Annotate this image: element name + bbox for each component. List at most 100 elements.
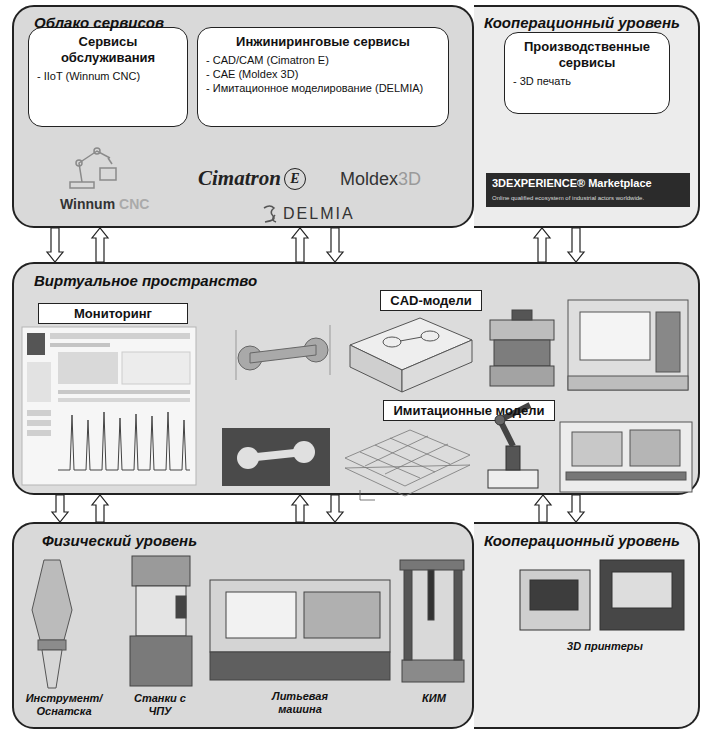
mold-wireframe-part — [360, 490, 375, 500]
service-box: Производственные сервисы - 3D печать — [504, 32, 670, 114]
injection-machine-part — [304, 592, 380, 638]
injection-machine-part — [210, 652, 390, 680]
cnc-machine-part — [176, 596, 186, 618]
printers-3d — [520, 560, 684, 630]
monitoring-screenshot-part — [122, 352, 190, 384]
monitoring-screenshot-part — [27, 410, 51, 416]
monitoring-screenshot-part — [58, 398, 190, 402]
monitoring-screenshot-part — [58, 390, 190, 394]
equipment-label: Инструмент/ Оснатска — [18, 692, 110, 718]
mold-plate-cad-part — [383, 337, 401, 347]
robot-arm — [488, 405, 538, 488]
layer-title: Кооперационный уровень — [484, 532, 680, 550]
line-simulation — [560, 422, 692, 492]
equipment-label: 3D принтеры — [550, 640, 660, 653]
mold-plate-cad-part — [421, 331, 439, 341]
robot-icon-part — [70, 182, 94, 188]
monitoring-screenshot-part — [58, 352, 118, 384]
service-box: Сервисы обслуживания- IIoT (Winnum CNC) — [28, 27, 188, 127]
robot-icon — [70, 148, 116, 188]
block-arrow — [568, 228, 584, 262]
block-arrow — [568, 495, 584, 522]
block-arrow — [92, 228, 108, 262]
line-simulation-part — [630, 430, 680, 466]
layer-title: Кооперационный уровень — [484, 14, 680, 32]
monitoring-screenshot-part — [27, 333, 45, 355]
mold-wireframe-part — [345, 430, 470, 486]
cmm-machine — [400, 560, 464, 682]
cnc-machine-part — [130, 636, 192, 686]
line-simulation-part — [566, 472, 686, 480]
equipment-label: КИМ — [410, 692, 458, 705]
box-heading: Инжиниринговые сервисы — [206, 34, 440, 50]
cnc-machine-part — [132, 556, 190, 586]
printers-3d-part — [612, 572, 672, 608]
block-arrow — [292, 228, 308, 262]
robot-icon-part — [100, 168, 116, 180]
simulation-part-part — [248, 448, 304, 462]
mold-plate-cad — [350, 318, 472, 392]
box-heading: Производственные сервисы — [513, 39, 661, 71]
injection-machine-part — [226, 592, 296, 638]
layer-title: Физический уровень — [42, 532, 197, 550]
cmm-machine-part — [428, 570, 434, 620]
simulation-part-part — [222, 428, 330, 486]
monitoring-screenshot-part — [50, 343, 110, 347]
printers-3d-part — [530, 580, 578, 610]
block-arrow — [534, 228, 550, 262]
simulation-part — [222, 428, 330, 486]
robot-icon-part — [79, 151, 110, 182]
line-simulation-part — [572, 432, 622, 466]
robot-icon-part — [76, 160, 82, 166]
layer-title: Облако сервисов — [34, 14, 164, 32]
block-arrow — [292, 495, 308, 522]
box-label: CAD-модели — [385, 291, 477, 310]
block-arrow — [47, 228, 63, 262]
mold-assembly-part — [490, 366, 554, 386]
box-label: Мониторинг — [43, 304, 183, 323]
cnc-machine — [130, 556, 192, 686]
block-arrow — [327, 228, 343, 262]
machine-cad-part — [580, 312, 650, 360]
robot-icon-part — [108, 158, 112, 164]
mold-plate-cad-part — [400, 337, 422, 341]
mold-wireframe — [345, 430, 470, 500]
box-item: - 3D печать — [513, 74, 661, 88]
marketplace-banner — [486, 173, 690, 207]
cmm-machine-part — [402, 660, 464, 682]
line-simulation-part — [560, 422, 692, 492]
mold-assembly-part — [494, 340, 550, 366]
logo-text: CNC — [119, 196, 149, 213]
section-tag: CAD-модели — [380, 290, 482, 311]
logo-text: DELMIA — [283, 204, 355, 223]
monitoring-screenshot-part — [50, 333, 190, 339]
mold-wireframe-part — [345, 465, 470, 496]
logo-text: Moldex — [340, 168, 398, 190]
monitoring-screenshot-part — [27, 430, 51, 436]
injection-machine-part — [210, 580, 390, 652]
robot-arm-part — [500, 405, 530, 446]
machine-cad — [568, 300, 688, 390]
logo-text: Winnum — [60, 196, 115, 213]
section-tag: Имитационные модели — [383, 400, 555, 421]
block-arrow — [52, 495, 68, 522]
robot-arm-part — [488, 470, 538, 488]
mold-plate-cad-part — [402, 340, 472, 392]
monitoring-screenshot — [22, 327, 196, 485]
monitoring-screenshot-part — [58, 412, 190, 470]
logo-text: 3D — [398, 168, 421, 190]
machine-cad-part — [656, 312, 680, 372]
logo-text: E — [284, 168, 306, 190]
block-arrow — [535, 495, 551, 522]
robot-icon-part — [94, 148, 100, 154]
layer-title: Виртуальное пространство — [34, 272, 257, 290]
section-tag: Мониторинг — [38, 303, 188, 324]
service-box: Инжиниринговые сервисы - CAD/CAM (Cimatro… — [197, 27, 449, 127]
monitoring-screenshot-part — [27, 362, 51, 402]
mold-assembly-part — [490, 320, 554, 340]
mold-assembly-part — [512, 310, 532, 320]
box-item: - CAD/CAM (Cimatron E) — [206, 53, 440, 67]
cloud-panel: Облако сервисовСервисы обслуживания- IIo… — [12, 5, 474, 228]
